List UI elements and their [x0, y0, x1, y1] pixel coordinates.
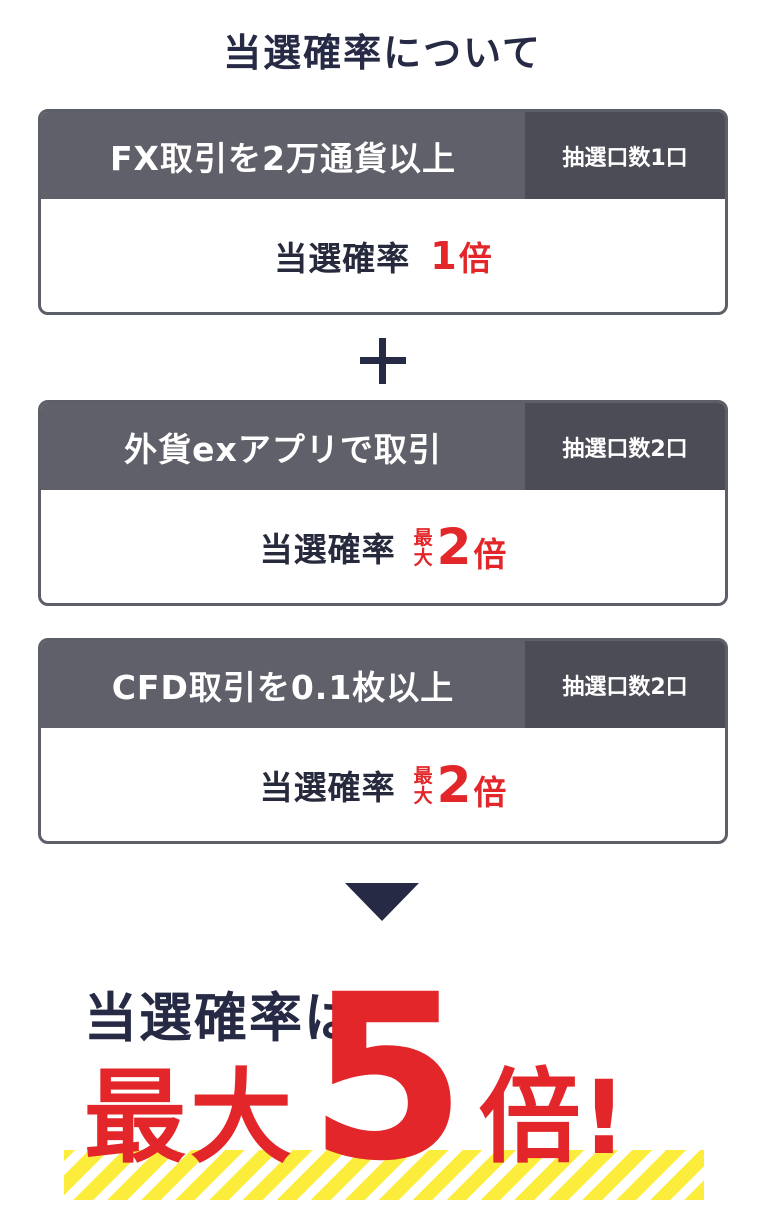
card-header: 外貨exアプリで取引 抽選口数2口: [41, 403, 725, 490]
probability-multiplier: 最 大 2 倍: [414, 518, 507, 576]
probability-label: 当選確率: [259, 767, 396, 807]
result-label: 当選確率は: [84, 988, 359, 1049]
condition-text: FX取引を2万通貨以上: [110, 138, 456, 178]
page-title: 当選確率について: [223, 31, 542, 75]
card-header: FX取引を2万通貨以上 抽選口数1口: [41, 112, 725, 199]
max-label: 最 大: [413, 526, 433, 569]
card-body: 当選確率 最 大 2 倍: [41, 728, 725, 841]
condition-card-app: 外貨exアプリで取引 抽選口数2口 当選確率 最 大 2 倍: [38, 400, 728, 606]
probability-label: 当選確率: [274, 238, 411, 278]
condition-text: CFD取引を0.1枚以上: [111, 667, 455, 707]
multiplier-number: 1: [430, 233, 457, 278]
lottery-count: 抽選口数2口: [525, 641, 725, 728]
result-number: 5: [308, 945, 467, 1211]
multiplier-number: 2: [436, 517, 472, 576]
lottery-count: 抽選口数1口: [525, 112, 725, 199]
triangle-down-icon: [345, 883, 419, 921]
lottery-count: 抽選口数2口: [525, 403, 725, 490]
multiplier-unit: 倍: [458, 238, 492, 278]
condition-text: 外貨exアプリで取引: [124, 429, 442, 469]
plus-icon: [360, 338, 406, 384]
max-label: 最 大: [413, 764, 433, 807]
card-body: 当選確率 最 大 2 倍: [41, 490, 725, 603]
condition-card-fx: FX取引を2万通貨以上 抽選口数1口 当選確率 1 倍: [38, 109, 728, 315]
probability-multiplier: 最 大 2 倍: [414, 756, 507, 814]
card-header: CFD取引を0.1枚以上 抽選口数2口: [41, 641, 725, 728]
condition-card-cfd: CFD取引を0.1枚以上 抽選口数2口 当選確率 最 大 2 倍: [38, 638, 728, 844]
card-body: 当選確率 1 倍: [41, 199, 725, 312]
result-max: 最大: [84, 1059, 296, 1178]
result-multiplier: 最大 5 倍!: [84, 964, 628, 1192]
multiplier-unit: 倍: [473, 772, 507, 812]
highlight-stripes: [64, 1150, 704, 1200]
multiplier-unit: 倍: [473, 534, 507, 574]
result-unit: 倍!: [478, 1059, 628, 1178]
probability-label: 当選確率: [259, 529, 396, 569]
multiplier-number: 2: [436, 755, 472, 814]
probability-multiplier: 1 倍: [430, 232, 491, 280]
